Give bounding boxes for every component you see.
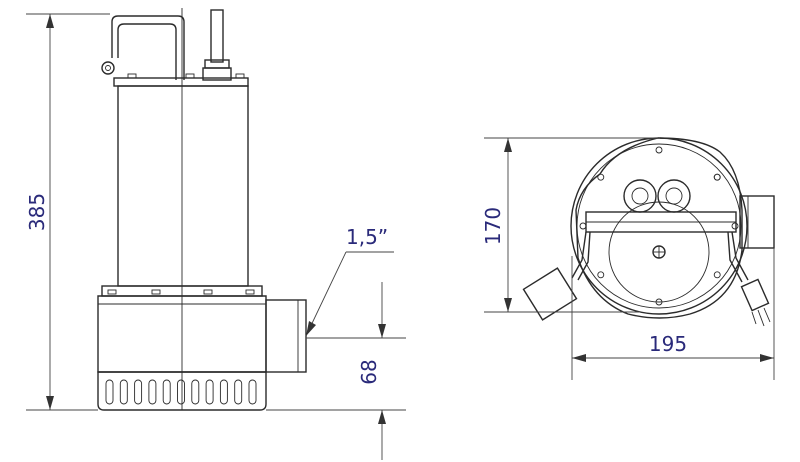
strainer-slot (134, 379, 143, 405)
motor-housing (117, 85, 249, 287)
top-width-label: 195 (649, 332, 687, 356)
top-housing-ring (570, 137, 748, 315)
outlet-size-label: 1,5” (346, 225, 388, 249)
ring-screw (655, 146, 663, 154)
strainer-slot (105, 379, 114, 405)
motor-top-plate (113, 77, 249, 87)
cable-glands (623, 179, 691, 213)
pump-handle (101, 15, 185, 80)
strainer-slot (191, 379, 200, 405)
total-height-label: 385 (25, 193, 49, 231)
top-height-label: 170 (481, 207, 505, 245)
strainer-slot (205, 379, 214, 405)
strainer-slot (248, 379, 257, 405)
strainer-slots (105, 379, 257, 405)
strainer-slot (119, 379, 128, 405)
top-outlet (739, 195, 775, 249)
top-view: 170 195 (481, 137, 775, 380)
power-plug (727, 231, 771, 327)
top-width-dimension (571, 248, 775, 380)
discharge-outlet (265, 299, 307, 373)
ring-screw (597, 173, 605, 181)
top-housing-outline (575, 137, 743, 319)
top-screws (127, 73, 245, 79)
float-switch (522, 231, 591, 321)
strainer-slot (162, 379, 171, 405)
top-height-dimension (484, 137, 660, 313)
ring-screw (713, 271, 721, 279)
outlet-size-leader (305, 251, 394, 337)
outlet-height-label: 68 (357, 359, 381, 384)
total-height-dimension (26, 13, 110, 411)
strainer-slot (148, 379, 157, 405)
ring-screw (713, 173, 721, 181)
strainer-slot (219, 379, 228, 405)
ring-screw (655, 298, 663, 306)
ring-screw (731, 222, 739, 230)
ring-screw (579, 222, 587, 230)
side-view: 385 1,5” 68 (25, 8, 406, 460)
strainer-base (97, 371, 267, 411)
strainer-slot (234, 379, 243, 405)
outlet-height-dimension (266, 282, 406, 460)
strainer-slot (177, 379, 185, 405)
ring-screws (579, 146, 739, 306)
ring-screw (597, 271, 605, 279)
power-cable (202, 9, 232, 81)
flange-screws (107, 289, 255, 295)
